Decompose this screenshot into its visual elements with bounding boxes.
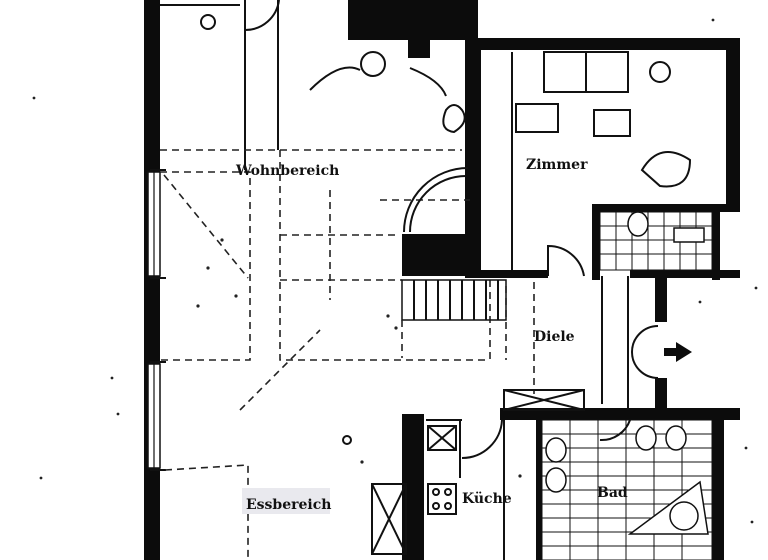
windows-left	[147, 171, 161, 469]
bath-tiles	[541, 419, 713, 560]
wc-right-wall	[712, 204, 720, 280]
left-exterior-wall	[144, 0, 160, 560]
room-label-bad: Bad	[597, 485, 628, 501]
kitchen-left-wall	[402, 414, 424, 560]
top-center-block	[348, 0, 478, 40]
entrance-arrow-icon	[664, 342, 692, 362]
room-label-wohnbereich: Wohnbereich	[235, 163, 339, 179]
entrance-right-wall-lower	[655, 378, 667, 412]
entrance-right-wall	[655, 276, 667, 322]
room-label-zimmer: Zimmer	[526, 157, 588, 173]
doors	[244, 0, 659, 460]
top-center-stub	[408, 38, 430, 58]
room-label-diele: Diele	[534, 329, 575, 345]
thin-lines	[150, 0, 629, 560]
hall-block	[402, 234, 478, 276]
furniture	[200, 14, 692, 555]
room-label-kueche: Küche	[462, 491, 512, 507]
living-zimmer-wall	[465, 38, 481, 278]
staircase	[401, 279, 507, 360]
wc-left-wall	[592, 204, 600, 280]
wc-tiles	[599, 211, 713, 271]
wc-bottom-wall	[630, 270, 740, 278]
bath-right-wall	[712, 412, 724, 560]
zimmer-right-wall	[726, 38, 740, 210]
kitchen-bath-wall	[536, 418, 542, 560]
zimmer-top-wall	[478, 38, 740, 50]
essbereich-label-bg	[242, 488, 330, 514]
dashed-outlines	[160, 149, 535, 560]
room-label-essbereich: Essbereich	[246, 497, 331, 513]
zimmer-bottom-wall	[478, 270, 548, 278]
wc-top-wall	[592, 204, 740, 212]
scan-speckles	[32, 18, 758, 524]
